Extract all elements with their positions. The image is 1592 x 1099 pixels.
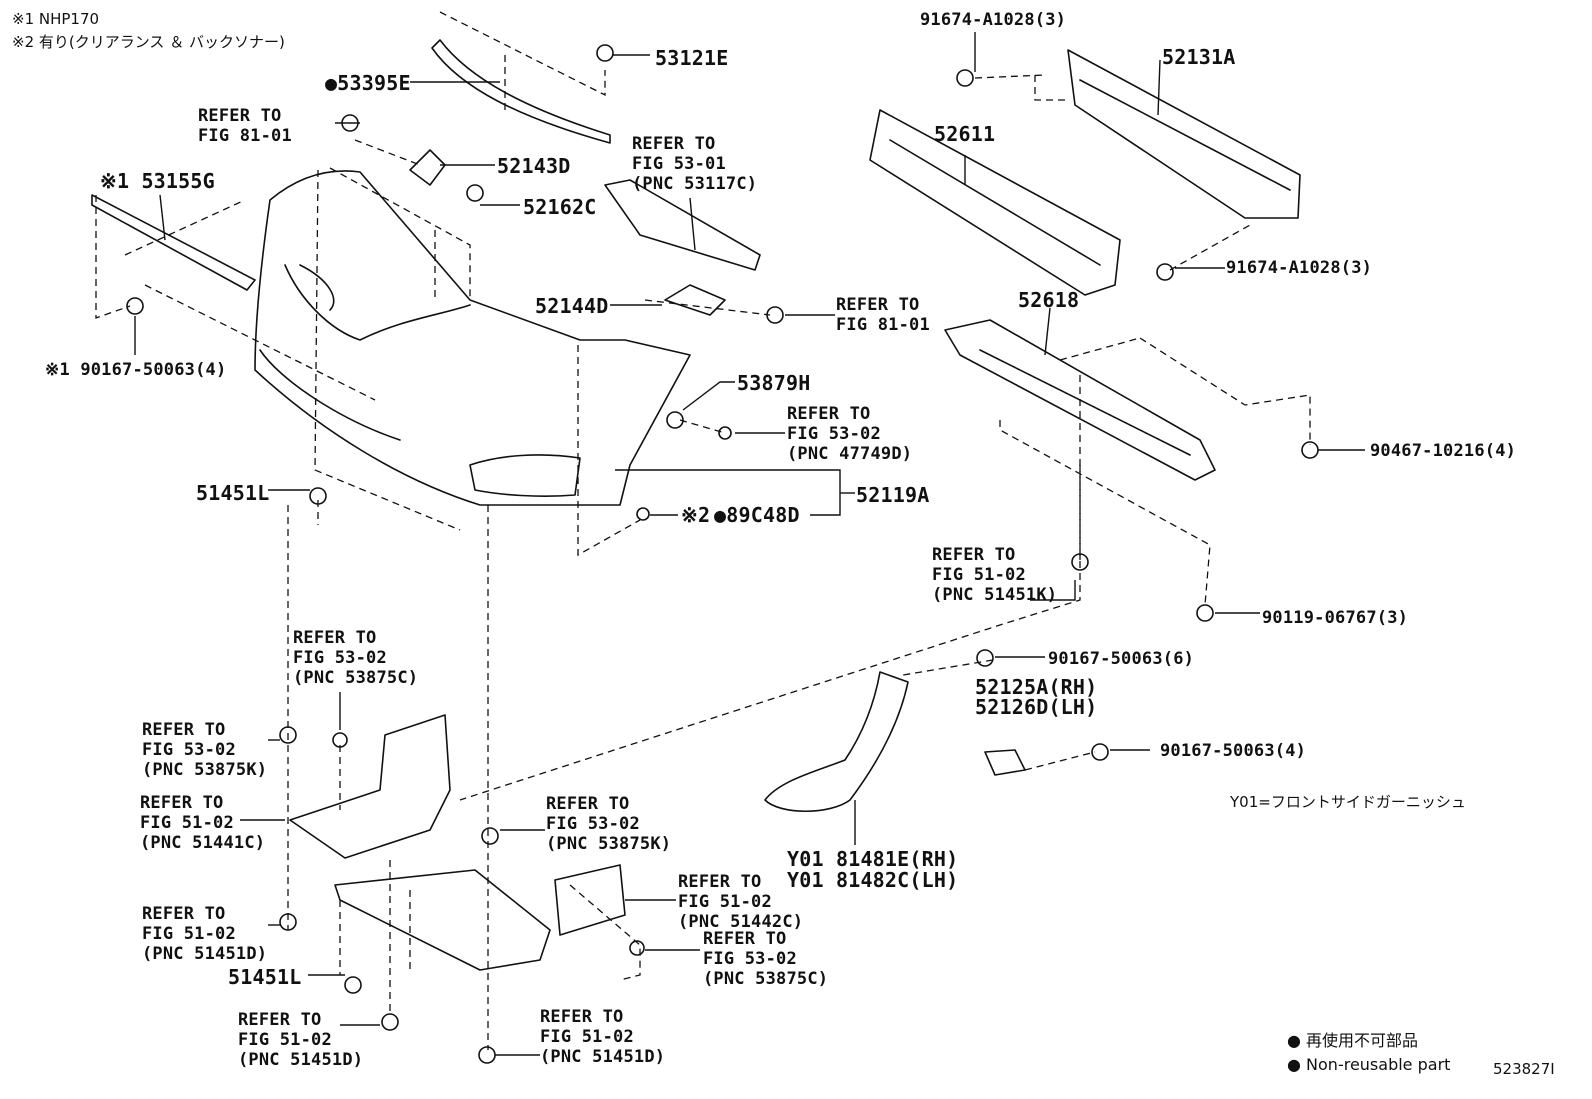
refer-fig-51-02-51442c[interactable]: REFER TO FIG 51-02 (PNC 51442C) [678,872,804,932]
part-label-81482c[interactable]: Y01 81482C(LH) [787,868,959,892]
refer-fig-53-02-47749d[interactable]: REFER TO FIG 53-02 (PNC 47749D) [787,404,913,464]
bumper-cover-part [254,170,691,506]
part-label-52125a[interactable]: 52125A(RH) [975,675,1098,699]
refer-fig-51-02-51451d-left[interactable]: REFER TO FIG 51-02 (PNC 51451D) [142,904,268,964]
side-garnish-part [764,671,909,813]
refer-fig-53-02-53875c-top[interactable]: REFER TO FIG 53-02 (PNC 53875C) [293,628,419,688]
engine-under-cover-part [334,869,551,971]
part-label-90467[interactable]: 90467-10216(4) [1370,441,1517,461]
part-label-89c48d[interactable]: ●89C48D [714,503,800,527]
part-label-51451l-top[interactable]: 51451L [196,481,270,505]
part-label-90167-4[interactable]: 90167-50063(4) [1160,741,1307,761]
refer-fig-53-02-53875k-mid[interactable]: REFER TO FIG 53-02 (PNC 53875K) [546,794,672,854]
part-label-52119a[interactable]: 52119A [856,483,930,507]
part-label-51451l-bottom[interactable]: 51451L [228,965,302,989]
lower-spoiler-part [944,319,1216,481]
part-label-52162c[interactable]: 52162C [523,195,597,219]
part-label-52611[interactable]: 52611 [934,122,996,146]
energy-absorber-part [869,109,1121,296]
part-label-91674-top[interactable]: 91674-A1028(3) [920,10,1067,30]
note-y01: Y01=フロントサイドガーニッシュ [1230,793,1466,811]
refer-fig-53-01[interactable]: REFER TO FIG 53-01 (PNC 53117C) [632,134,758,194]
legend-non-reusable-en: ● Non-reusable part [1287,1055,1451,1074]
part-label-53155g[interactable]: ※1 53155G [100,169,215,193]
part-label-52144d[interactable]: 52144D [535,294,609,318]
refer-fig-51-02-51451d-mid[interactable]: REFER TO FIG 51-02 (PNC 51451D) [238,1010,364,1070]
refer-fig-53-02-53875c-bottom[interactable]: REFER TO FIG 53-02 (PNC 53875C) [703,929,829,989]
part-label-81481e[interactable]: Y01 81481E(RH) [787,847,959,871]
part-label-90119[interactable]: 90119-06767(3) [1262,608,1409,628]
part-label-91674-bottom[interactable]: 91674-A1028(3) [1226,258,1373,278]
refer-fig-81-01-right[interactable]: REFER TO FIG 81-01 [836,295,930,335]
part-label-90167-50063-left[interactable]: ※1 90167-50063(4) [45,360,227,380]
figure-id: 523827I [1493,1060,1555,1078]
refer-fig-51-02-51441c[interactable]: REFER TO FIG 51-02 (PNC 51441C) [140,793,266,853]
part-label-52143d[interactable]: 52143D [497,154,571,178]
refer-fig-51-02-51451d-bottom[interactable]: REFER TO FIG 51-02 (PNC 51451D) [540,1007,666,1067]
under-cover-left-part [289,714,451,859]
note-nhp170: ※1 NHP170 [12,10,100,28]
note-mark-2: ※2 [681,503,711,527]
refer-fig-81-01-top[interactable]: REFER TO FIG 81-01 [198,106,292,146]
part-label-53395e[interactable]: ●53395E [325,71,411,95]
part-label-52131a[interactable]: 52131A [1162,45,1236,69]
part-label-53879h[interactable]: 53879H [737,371,811,395]
bracket-53117c-part [604,179,761,271]
grille-molding-part [431,39,611,144]
part-label-52618[interactable]: 52618 [1018,288,1080,312]
reinforcement-part [1067,49,1301,219]
note-sonar: ※2 有り(クリアランス ＆ バックソナー) [12,33,285,51]
part-label-90167-6[interactable]: 90167-50063(6) [1048,649,1195,669]
legend-non-reusable-jp: ● 再使用不可部品 [1287,1031,1419,1050]
part-label-52126d[interactable]: 52126D(LH) [975,695,1098,719]
part-label-53121e[interactable]: 53121E [655,46,729,70]
refer-fig-53-02-53875k-left[interactable]: REFER TO FIG 53-02 (PNC 53875K) [142,720,268,780]
side-molding-part [91,194,256,291]
refer-fig-51-02-51451k[interactable]: REFER TO FIG 51-02 (PNC 51451K) [932,545,1058,605]
